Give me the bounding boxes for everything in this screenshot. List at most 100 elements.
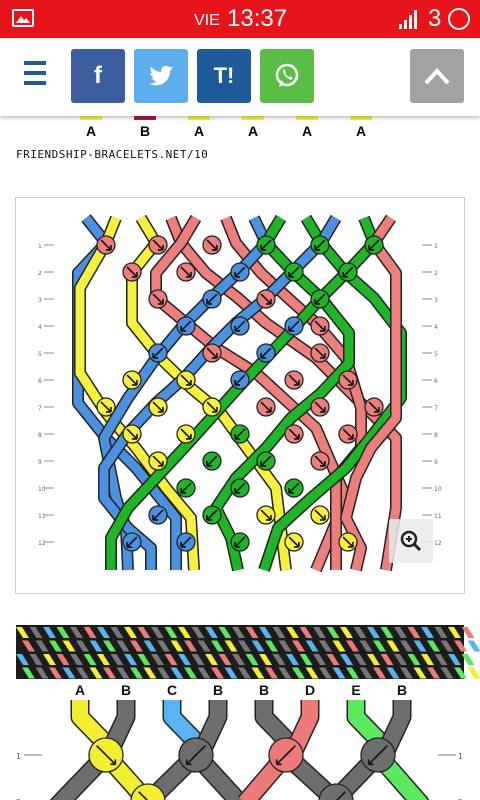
knot-arrow [206, 239, 218, 251]
knot-arrowhead [234, 271, 241, 278]
row-number-right: 4 [434, 324, 438, 331]
preview-stitch [170, 667, 184, 679]
tuenti-share-button[interactable]: T! [197, 49, 251, 103]
knot [310, 397, 330, 417]
knot-arrowhead [105, 406, 112, 413]
preview-stitch [413, 667, 427, 679]
preview-stitch [97, 654, 110, 665]
string-letter: B [213, 682, 223, 698]
pattern-letters-row: A B A A A A [80, 116, 372, 139]
preview-stitch [353, 654, 367, 665]
knot-arrowhead [206, 514, 213, 521]
facebook-share-button[interactable]: f [71, 49, 125, 103]
network-indicator: 3 [428, 5, 442, 32]
knot [230, 370, 250, 390]
knot [310, 343, 330, 363]
knot-arrow [288, 320, 300, 332]
preview-stitch [259, 654, 272, 665]
knot-arrow [288, 482, 300, 494]
preview-stitch [49, 640, 62, 652]
preview-stitch [16, 654, 29, 665]
chevron-up-icon [424, 68, 450, 85]
knot-arrowhead [211, 406, 218, 413]
knot [338, 370, 358, 390]
knot-arrowhead [105, 244, 112, 251]
knot-circle [130, 783, 166, 800]
preview-stitch [191, 627, 205, 638]
string-letter: D [305, 682, 315, 698]
preview-stitch [394, 654, 407, 665]
preview-stitch [56, 654, 70, 665]
knot [96, 397, 116, 417]
knot-arrow [288, 536, 300, 548]
preview-stitch [232, 627, 245, 638]
knot-arrow [342, 536, 354, 548]
knot [310, 235, 330, 255]
scroll-top-button[interactable] [410, 49, 464, 103]
preview-stitch [35, 640, 49, 652]
preview-stitch [394, 627, 407, 638]
zoom-button[interactable] [389, 519, 433, 563]
preview-stitch [197, 640, 211, 652]
knot-arrowhead [293, 379, 300, 386]
strand [103, 700, 134, 753]
knot-arrowhead [288, 271, 295, 278]
knot-arrow [152, 293, 164, 305]
preview-stitch [278, 667, 292, 679]
preview-stitch [467, 667, 480, 679]
hamburger-icon[interactable] [24, 61, 46, 87]
knot-arrow [96, 745, 116, 765]
knot-arrowhead [206, 298, 213, 305]
knot-arrow [180, 482, 192, 494]
whatsapp-share-button[interactable] [260, 49, 314, 103]
knot-arrowhead [131, 379, 138, 386]
preview-stitch [400, 640, 413, 652]
preview-stitch [103, 640, 116, 652]
knot [176, 478, 196, 498]
preview-stitch [265, 667, 278, 679]
knot-arrow [126, 266, 138, 278]
knot [338, 262, 358, 282]
knot-arrow [180, 320, 192, 332]
knot [364, 235, 384, 255]
preview-stitch [326, 654, 340, 665]
preview-stitch [427, 640, 440, 652]
knot-arrowhead [234, 541, 241, 548]
knot-arrow [260, 293, 272, 305]
knot-arrow [206, 455, 218, 467]
preview-stitch [319, 667, 332, 679]
knot-arrow [186, 745, 206, 765]
twitter-share-button[interactable] [134, 49, 188, 103]
knot-arrow [126, 536, 138, 548]
knot [310, 289, 330, 309]
knot-arrow [288, 428, 300, 440]
preview-stitch [110, 627, 124, 638]
preview-stitch [359, 640, 373, 652]
preview-stitch [224, 667, 238, 679]
preview-stitch [238, 667, 251, 679]
knot [284, 262, 304, 282]
strand [371, 749, 428, 800]
knot-arrowhead [211, 352, 218, 359]
preview-stitch [319, 640, 332, 652]
knot [256, 397, 276, 417]
row-number-left: 6 [38, 378, 42, 385]
strand [379, 700, 410, 753]
knot-arrow [152, 401, 164, 413]
preview-stitch [29, 627, 43, 638]
knot-arrow [206, 293, 218, 305]
preview-stitch [43, 627, 56, 638]
row-number-right: 5 [434, 351, 438, 358]
knot [122, 262, 142, 282]
preview-stitch [170, 640, 184, 652]
knot [130, 783, 166, 800]
knot-arrowhead [342, 271, 349, 278]
preview-stitch [218, 654, 232, 665]
knot-arrow [342, 266, 354, 278]
knot-arrow [314, 293, 326, 305]
knot-arrowhead [126, 541, 133, 548]
preview-stitch [110, 654, 124, 665]
share-toolbar: f T! [0, 38, 480, 116]
knot-arrowhead [373, 406, 380, 413]
